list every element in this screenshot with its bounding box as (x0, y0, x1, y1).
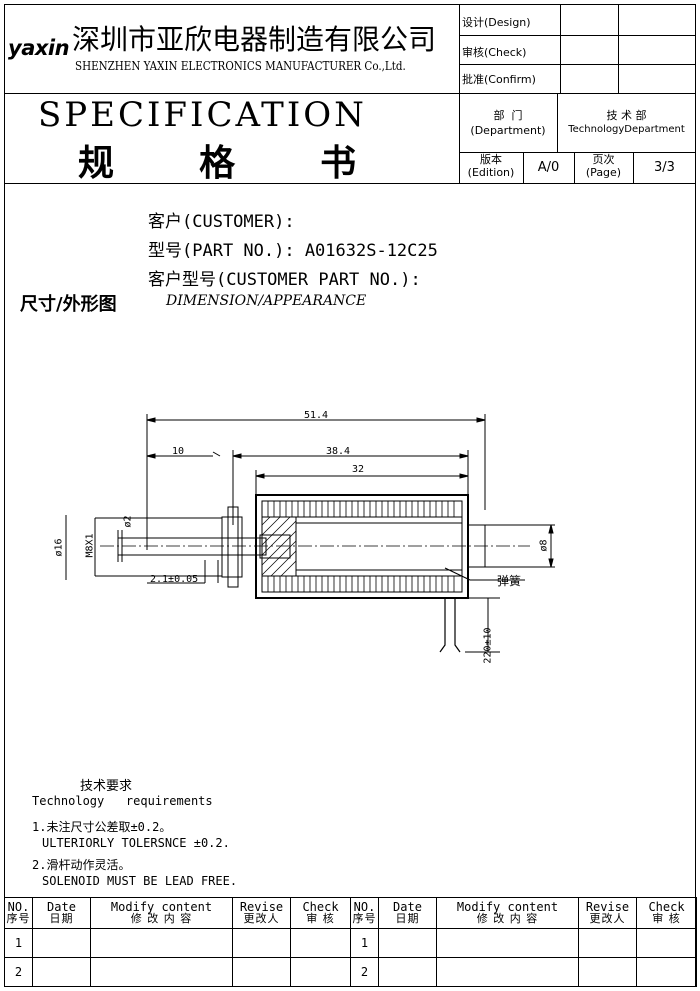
page-label-en: (Page) (585, 166, 622, 179)
dimension-label-cn: 尺寸/外形图 (20, 294, 117, 315)
header-no-2: NO.序号 (350, 897, 379, 929)
dim-220: 220±10 (482, 627, 494, 664)
table-row: 2 2 (4, 957, 697, 987)
company-name-en: SHENZHEN YAXIN ELECTRONICS MANUFACTURER … (75, 59, 406, 73)
row-no: 2 (350, 957, 379, 987)
customer-part-no-line: 客户型号(CUSTOMER PART NO.): (148, 270, 421, 290)
dept-label-cn: 部 门 (493, 109, 523, 122)
spring-label: 弹簧 (497, 574, 522, 588)
row-no: 2 (4, 957, 33, 987)
header-no: NO.序号 (4, 897, 33, 929)
header-divider (4, 93, 696, 94)
row-no: 1 (4, 928, 33, 958)
sign-row-1 (459, 35, 696, 36)
sign-row-2 (459, 64, 696, 65)
cell (578, 957, 637, 987)
customer-line: 客户(CUSTOMER): (148, 212, 295, 232)
dim-2-1: 2.1±0.05 (150, 574, 199, 585)
dim-m8x1: M8X1 (84, 533, 96, 558)
page-label-cn: 页次 (592, 153, 615, 166)
header-col-divider (459, 4, 460, 183)
requirements-title-en: Technology requirements (32, 794, 213, 808)
cell (436, 957, 579, 987)
part-no-line: 型号(PART NO.): A01632S-12C25 (148, 241, 438, 261)
company-name-cn: 深圳市亚欣电器制造有限公司 (72, 23, 437, 56)
requirements-title-cn: 技术要求 (80, 779, 133, 794)
sign-col-1 (560, 4, 561, 93)
cell (378, 957, 437, 987)
spec-title: SPECIFICATION (38, 95, 367, 135)
requirement-2-en: SOLENOID MUST BE LEAD FREE. (42, 874, 238, 888)
check-label: 审核(Check) (462, 46, 527, 59)
cell (436, 928, 579, 958)
page-frame (4, 4, 696, 987)
edition-col-2 (574, 152, 575, 183)
design-label: 设计(Design) (462, 16, 531, 29)
dim-10: 10 (172, 446, 185, 457)
sign-col-2 (618, 4, 619, 93)
dim-phi16: ø16 (53, 538, 65, 557)
dim-32: 32 (352, 464, 365, 475)
cell (578, 928, 637, 958)
dim-phi2: ø2 (122, 515, 134, 528)
dept-col-divider (557, 93, 558, 152)
dept-row-divider (459, 152, 696, 153)
dept-value-en: TechnologyDepartment (568, 124, 685, 135)
edition-value: A/0 (537, 160, 560, 175)
table-row: 1 1 (4, 928, 697, 958)
dim-38-4: 38.4 (326, 446, 351, 457)
requirement-2-cn: 2.滑杆动作灵活。 (32, 858, 131, 872)
page-value: 3/3 (654, 160, 675, 175)
edition-col-3 (633, 152, 634, 183)
cell (232, 957, 291, 987)
dept-label-en: (Department) (470, 124, 546, 137)
company-logo: yaxin (8, 36, 70, 60)
cell (636, 928, 697, 958)
edition-label-cn: 版本 (480, 153, 502, 166)
cell (32, 928, 91, 958)
confirm-label: 批准(Confirm) (462, 73, 536, 86)
cell (378, 928, 437, 958)
requirement-1-cn: 1.未注尺寸公差取±0.2。 (32, 820, 172, 834)
edition-col-1 (523, 152, 524, 183)
cell (90, 928, 233, 958)
cell (90, 957, 233, 987)
cell (232, 928, 291, 958)
cell (636, 957, 697, 987)
header-bottom (4, 183, 696, 184)
cell (32, 957, 91, 987)
solenoid-drawing (65, 414, 555, 653)
cell (290, 957, 351, 987)
requirement-1-en: ULTERIORLY TOLERSNCE ±0.2. (42, 836, 230, 850)
cell (290, 928, 351, 958)
edition-label-en: (Edition) (467, 166, 515, 179)
dimension-label-en: DIMENSION/APPEARANCE (166, 293, 367, 309)
spec-title-cn: 规 格 书 (78, 142, 377, 184)
row-no: 1 (350, 928, 379, 958)
dept-value-cn: 技 术 部 (606, 109, 647, 122)
dim-phi8: ø8 (538, 539, 550, 552)
dim-total-length: 51.4 (304, 410, 329, 421)
